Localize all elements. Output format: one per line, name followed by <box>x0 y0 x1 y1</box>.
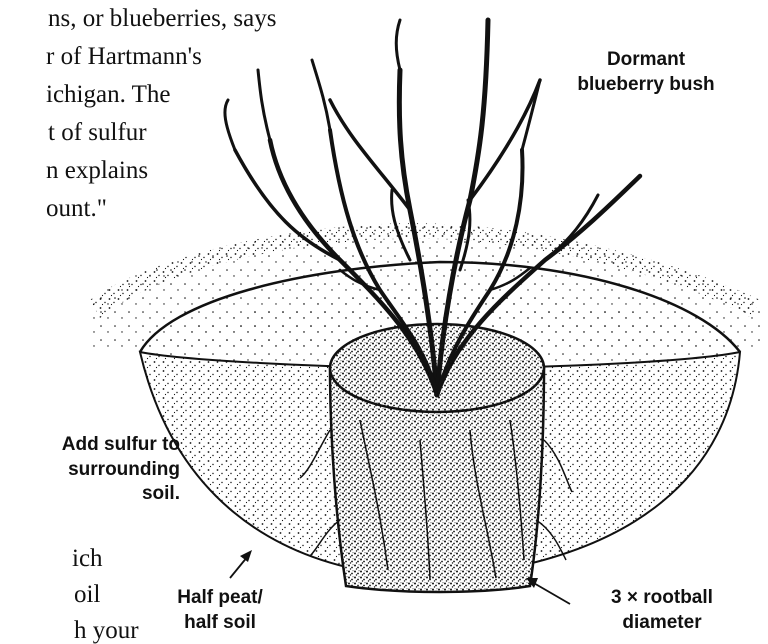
body-text-line: ichigan. The <box>46 82 171 107</box>
mix-label-line: half soil <box>150 611 290 636</box>
sulfur-label-line: surrounding <box>0 458 180 483</box>
mix-label-line: Half peat/ <box>150 586 290 611</box>
body-text-line: ount." <box>46 196 107 221</box>
sulfur-label-line: soil. <box>0 482 180 507</box>
diameter-label-line: 3 × rootball <box>572 586 752 611</box>
body-text-line: oil <box>74 582 100 607</box>
bush-label: Dormant blueberry bush <box>548 48 744 97</box>
diameter-label-line: diameter <box>572 611 752 636</box>
body-text-line: r of Hartmann's <box>46 44 202 69</box>
diameter-arrow <box>532 582 570 604</box>
mix-arrow-head <box>240 550 252 562</box>
sulfur-label: Add sulfur to surrounding soil. <box>0 433 180 507</box>
body-text-line: ns, or blueberries, says <box>48 6 276 31</box>
body-text-line: n explains <box>46 158 148 183</box>
body-text-line: ich <box>72 546 103 571</box>
sulfur-label-line: Add sulfur to <box>0 433 180 458</box>
bush-label-line: blueberry bush <box>548 73 744 98</box>
body-text-line: t of sulfur <box>48 120 147 145</box>
diameter-label: 3 × rootball diameter <box>572 586 752 635</box>
bush-label-line: Dormant <box>548 48 744 73</box>
body-text-line: h your <box>74 618 139 643</box>
mix-label: Half peat/ half soil <box>150 586 290 635</box>
